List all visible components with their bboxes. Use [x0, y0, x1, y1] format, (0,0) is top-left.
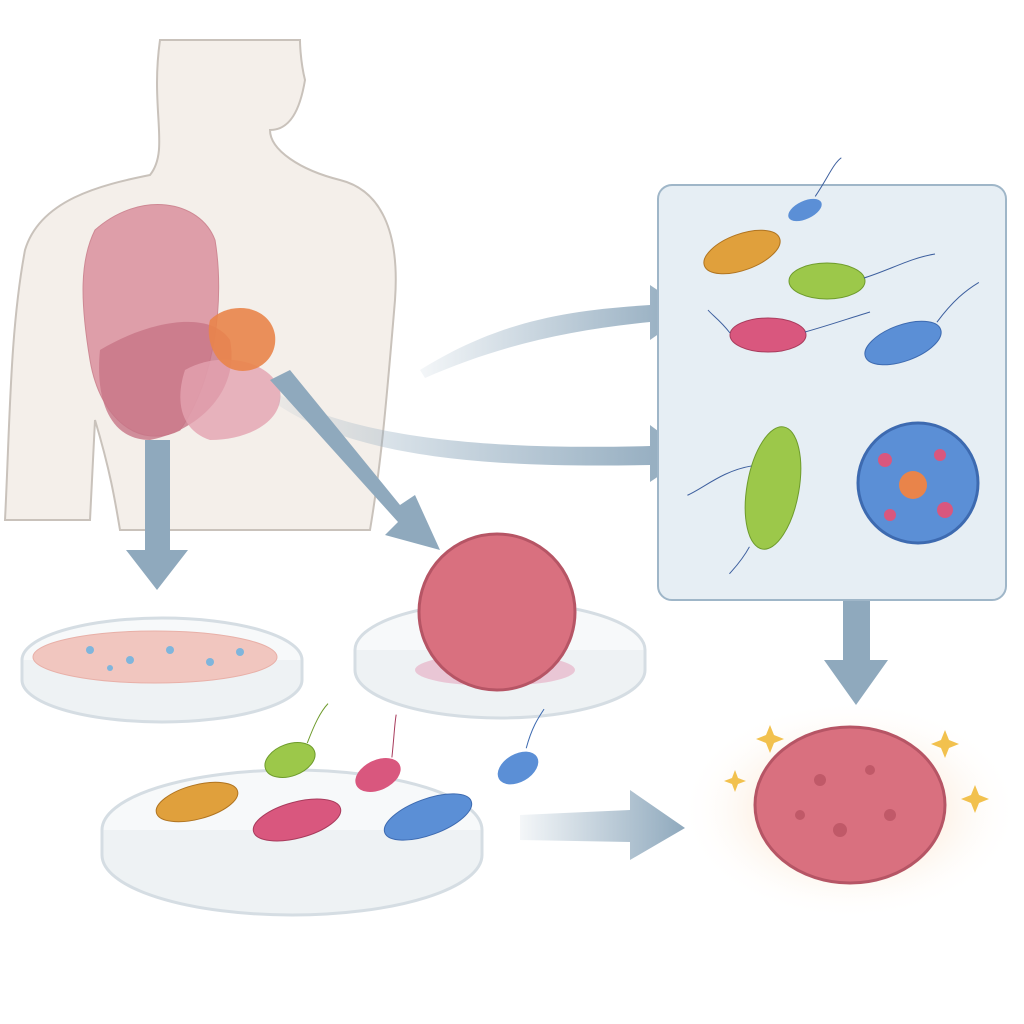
petri-dish-tumor [353, 532, 647, 720]
bacterium-pink [707, 309, 871, 353]
bacterium-green [264, 703, 329, 778]
bacterium-green [788, 253, 936, 300]
bacterium-pink-small [355, 714, 401, 792]
arrow-right-bottom [520, 790, 685, 860]
human-torso [3, 39, 397, 531]
treated-tumor [680, 700, 1020, 920]
stomach [180, 359, 281, 440]
bacterium-blue-small [497, 708, 545, 785]
arrow-to-panel-mid [278, 395, 690, 482]
bacterium-pink [252, 798, 342, 842]
bacterium-orange [703, 229, 781, 275]
bacterium-green-large [687, 426, 802, 575]
infected-cell [856, 421, 980, 545]
bacterium-blue [383, 793, 473, 841]
petri-dish-bacteria [100, 703, 545, 917]
bacterium-blue-small [788, 157, 842, 222]
bacterium-blue [864, 281, 980, 366]
tumor-spheroid [417, 532, 577, 692]
bacteria-panel [657, 157, 1007, 601]
petri-dish-culture [20, 616, 304, 724]
arrow-down-left [126, 440, 188, 590]
arrow-down-right [824, 560, 888, 705]
flow-arrows [126, 285, 888, 860]
sparkle-icon [724, 725, 989, 813]
arrow-to-panel-top [420, 285, 690, 378]
orange-organ [208, 308, 276, 371]
bacterium-orange [155, 781, 239, 823]
